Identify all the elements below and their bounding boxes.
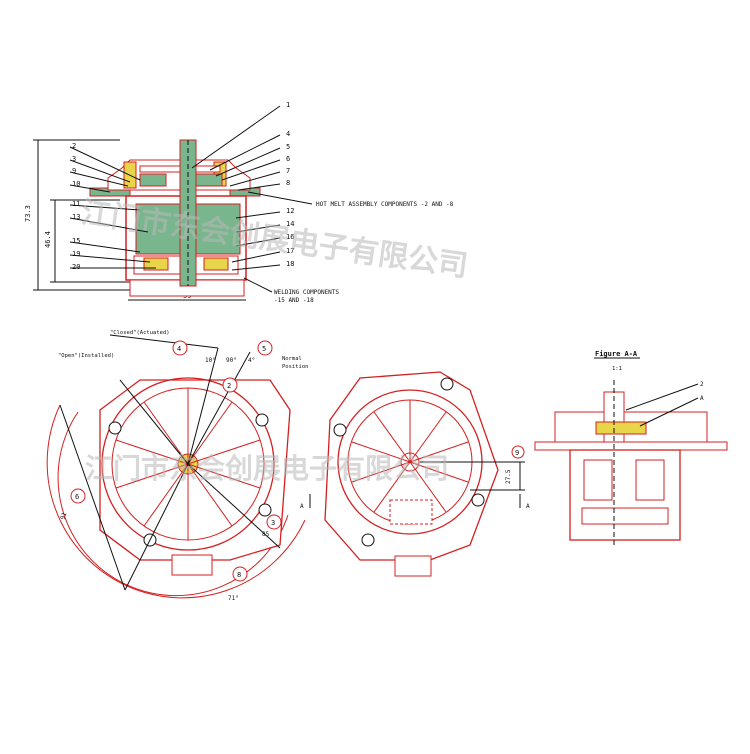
svg-text:19: 19 xyxy=(72,250,80,258)
label-normal: Normal xyxy=(282,356,302,362)
left-balloons: 4 5 2 6 3 8 xyxy=(70,340,282,582)
welding-annotation-2: -15 AND -18 xyxy=(274,297,314,304)
left-spokes xyxy=(115,388,261,540)
hot-melt-annotation: HOT MELT ASSEMBLY COMPONENTS -2 AND -8 xyxy=(316,201,454,208)
svg-text:5: 5 xyxy=(286,143,290,151)
svg-text:15: 15 xyxy=(72,237,80,245)
top-callouts: 1 4 5 6 7 8 2 3 9 10 11 13 15 19 20 12 1… xyxy=(72,101,294,271)
svg-text:1: 1 xyxy=(286,101,290,109)
balloon-middle-text: 9 xyxy=(515,449,519,457)
svg-text:18: 18 xyxy=(286,260,294,268)
left-top-view: 4 5 2 6 3 8 "Closed"(Actuated) "Open"(In… xyxy=(46,330,309,602)
dim-arc-right: 85 xyxy=(262,531,270,538)
middle-screw-holes xyxy=(333,377,485,547)
left-terminal xyxy=(171,554,213,576)
svg-text:14: 14 xyxy=(286,220,294,228)
dim-angle-c: 4° xyxy=(248,357,255,364)
lower-yellow-right xyxy=(203,257,229,271)
label-position: Position xyxy=(282,364,309,370)
coil-left xyxy=(135,203,181,255)
top-section-view: 73.3 46.4 5 9 xyxy=(24,101,454,304)
svg-text:4: 4 xyxy=(286,130,290,138)
svg-text:11: 11 xyxy=(72,200,80,208)
svg-text:7: 7 xyxy=(286,167,290,175)
fig-callout-a: A xyxy=(700,395,704,402)
balloon-middle xyxy=(511,445,525,459)
dim-arc-left: 91 xyxy=(59,511,68,521)
fig-coil-left xyxy=(583,459,613,501)
fig-lower xyxy=(581,507,669,525)
dim-overall-height: 73.3 xyxy=(24,205,32,222)
contact-right xyxy=(195,173,223,187)
svg-text:20: 20 xyxy=(72,263,80,271)
middle-terminal xyxy=(394,555,432,577)
label-closed: "Closed"(Actuated) xyxy=(110,330,170,336)
svg-text:17: 17 xyxy=(286,247,294,255)
lower-yellow-left xyxy=(143,257,169,271)
svg-text:5: 5 xyxy=(262,345,266,353)
fig-callout-2: 2 xyxy=(700,381,704,388)
dim-angle-b: 90° xyxy=(226,357,237,364)
dim-arc-bottom: 71° xyxy=(228,595,239,602)
figure-scale: 1:1 xyxy=(612,366,622,372)
svg-text:13: 13 xyxy=(72,213,80,221)
svg-text:3: 3 xyxy=(271,519,275,527)
left-screw-holes xyxy=(108,413,272,547)
svg-text:8: 8 xyxy=(237,571,241,579)
figure-a-a: Figure A-A 1:1 2 A xyxy=(534,350,728,545)
left-outer-ring xyxy=(101,377,275,551)
svg-text:3: 3 xyxy=(72,155,76,163)
svg-text:8: 8 xyxy=(286,179,290,187)
welding-annotation: WELDING COMPONENTS xyxy=(274,289,339,296)
svg-text:6: 6 xyxy=(286,155,290,163)
fig-leaders xyxy=(625,383,699,427)
section-mark-right: A xyxy=(526,503,530,510)
fig-flange xyxy=(534,441,728,451)
svg-text:2: 2 xyxy=(72,142,76,150)
left-actuator-lines xyxy=(59,334,281,591)
label-open: "Open"(Installed) xyxy=(58,353,114,359)
svg-text:4: 4 xyxy=(177,345,181,353)
watermark-bottom: 江门市东会创展电子有限公司 xyxy=(85,452,449,485)
coil-right xyxy=(195,203,241,255)
svg-text:12: 12 xyxy=(286,207,294,215)
fig-coil-right xyxy=(635,459,665,501)
section-mark-left: A xyxy=(300,503,304,510)
fig-yellow xyxy=(595,421,647,435)
svg-text:9: 9 xyxy=(72,167,76,175)
top-dimension-lines xyxy=(33,139,246,301)
dim-angle-a: 10° xyxy=(205,357,216,364)
middle-dimension-lines xyxy=(309,461,525,508)
dim-middle: 27.5 xyxy=(505,469,512,484)
middle-top-view: 9 27.5 A A xyxy=(300,371,530,577)
top-leaders xyxy=(69,105,313,293)
sweep-arc-outer xyxy=(46,404,306,599)
middle-slot xyxy=(389,499,433,525)
svg-text:10: 10 xyxy=(72,180,80,188)
sweep-arc-inner xyxy=(57,411,289,597)
svg-text:16: 16 xyxy=(286,233,294,241)
figure-title: Figure A-A xyxy=(595,350,638,358)
middle-spokes xyxy=(351,400,469,513)
svg-text:2: 2 xyxy=(227,382,231,390)
contact-left xyxy=(139,173,167,187)
svg-text:6: 6 xyxy=(75,493,79,501)
dim-inner-height: 46.4 xyxy=(44,231,52,248)
